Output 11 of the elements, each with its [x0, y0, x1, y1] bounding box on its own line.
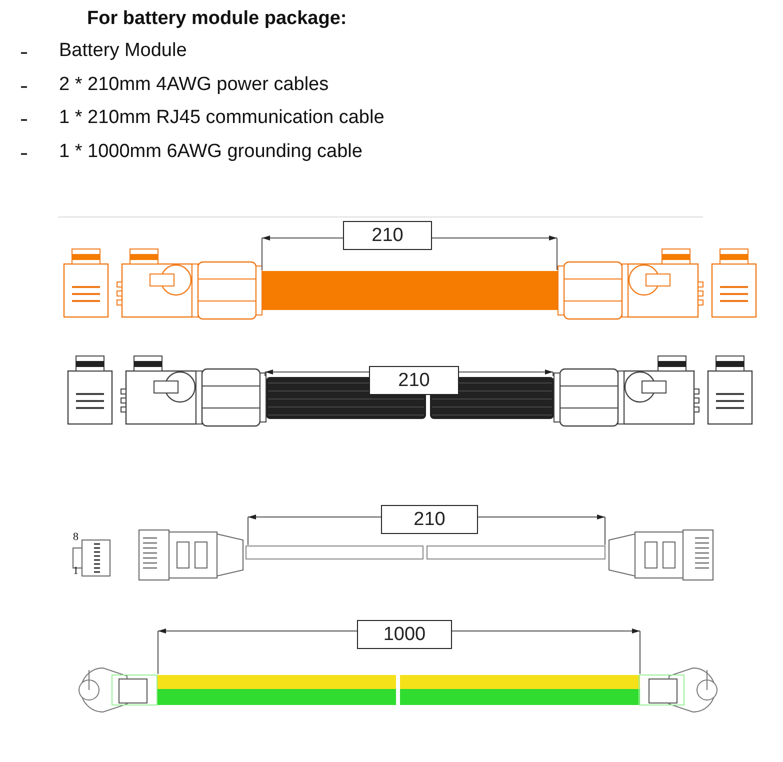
list-item: Battery Module [59, 40, 187, 62]
pin-number: 1 [73, 565, 78, 577]
dimension-label: 210 [381, 505, 478, 534]
dimension-label: 210 [369, 366, 459, 395]
list-item: 1 * 1000mm 6AWG grounding cable [59, 141, 362, 163]
dimension-label: 1000 [357, 620, 452, 649]
list-item: 1 * 210mm RJ45 communication cable [59, 107, 384, 129]
dimension-label: 210 [343, 221, 432, 250]
list-item: 2 * 210mm 4AWG power cables [59, 74, 329, 96]
list-heading: For battery module package: [87, 8, 347, 30]
pin-number: 8 [73, 531, 78, 543]
